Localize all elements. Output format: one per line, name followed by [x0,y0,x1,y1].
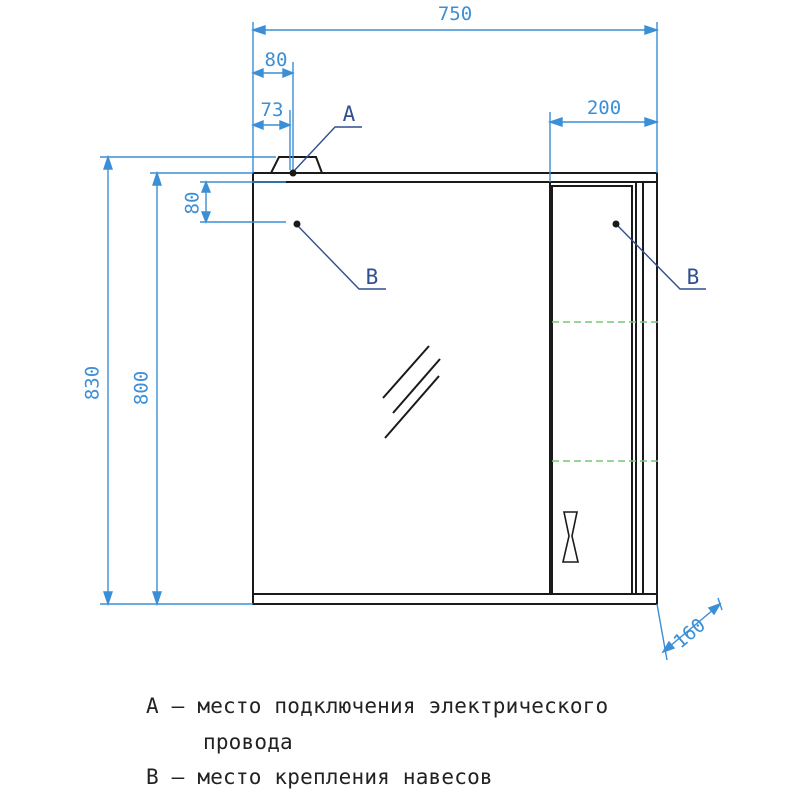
dim-830-label: 830 [82,366,104,400]
dim-80-vertical-label: 80 [182,192,204,215]
mount-points [289,169,620,228]
dim-800-label: 800 [131,371,153,405]
legend-b-line: B – место крепления навесов [146,765,493,789]
dim-160-line [662,603,721,653]
dimension-lines [100,22,723,661]
callout-leaders [292,126,706,290]
cabinet-frame [252,172,658,605]
legend-a-line2: провода [203,730,293,754]
lamp-shape [269,156,324,174]
shelves [552,321,660,462]
callout-b-right-label: B [687,265,700,289]
leader-b-right [616,224,706,290]
mount-point-b-left [293,220,301,228]
mount-point-b-right [612,220,620,228]
dim-73-label: 73 [261,99,284,121]
legend-a-line1: A – место подключения электрического [146,694,609,718]
callout-b-left-label: B [366,265,379,289]
mirror-glare-icon [382,345,441,439]
dim-160-label: 160 [669,614,709,653]
callout-a-label: A [343,102,356,126]
dim-80-horizontal-label: 80 [265,49,288,71]
connection-point-a [289,169,297,177]
leader-b-left [296,224,386,290]
cabinet-outline [252,156,658,605]
leader-a [292,126,362,173]
side-cabinet-door [551,185,633,595]
door-handle [561,511,580,563]
dim-200-label: 200 [587,97,621,119]
dim-750-label: 750 [438,3,472,25]
